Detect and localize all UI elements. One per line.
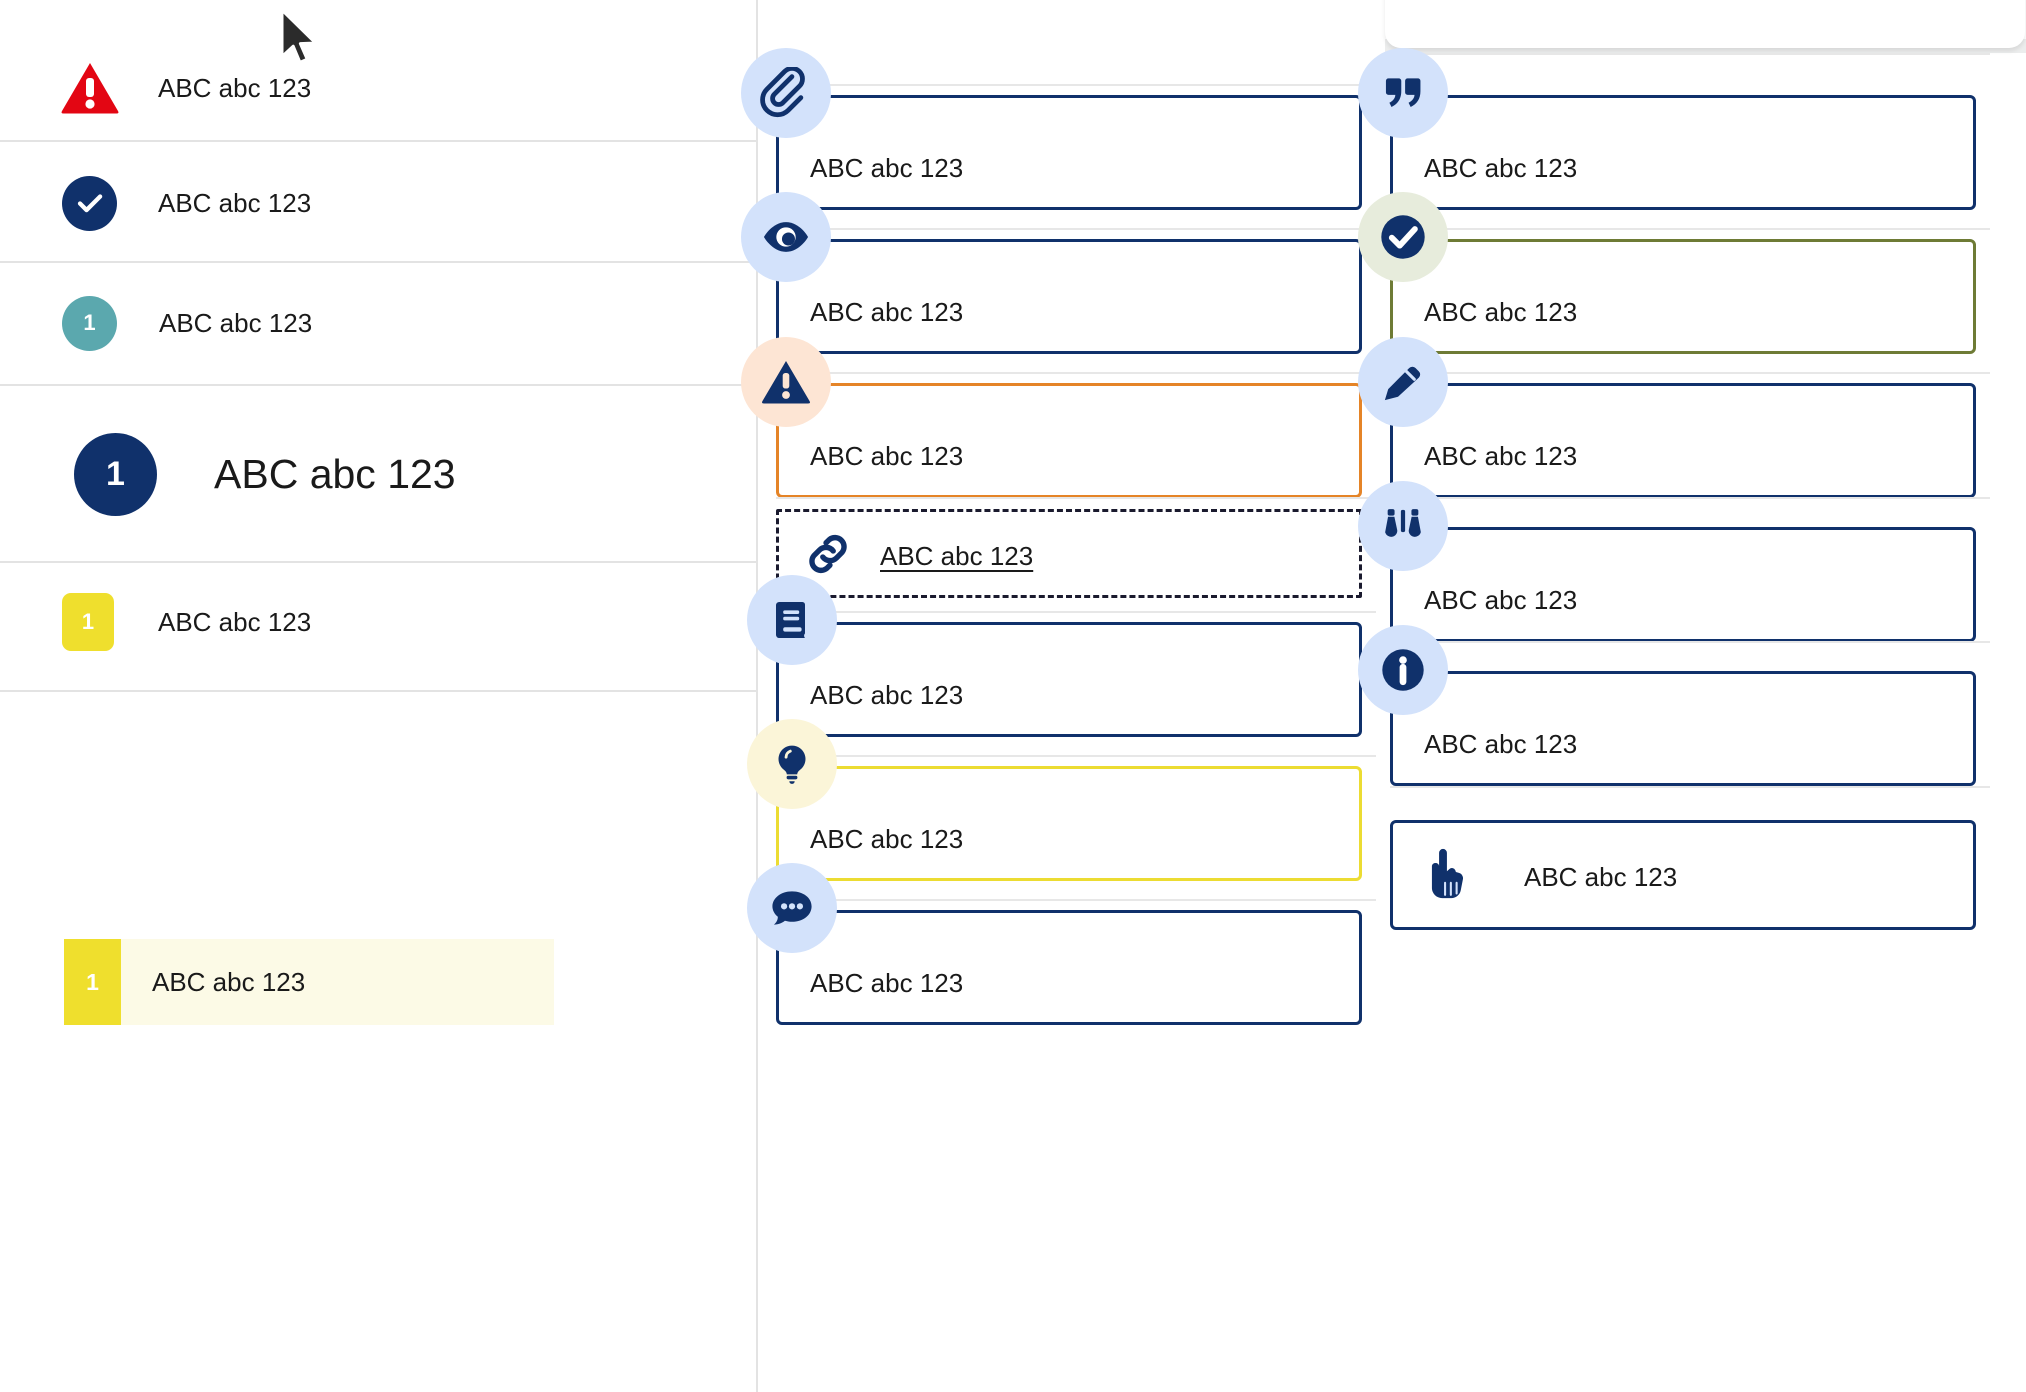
card-label: ABC abc 123 [1424,153,1578,183]
list-item-highlighted[interactable]: 1 ABC abc 123 [64,939,554,1025]
list-separator [0,561,756,563]
card-separator [776,84,1376,86]
number-badge-icon: 1 [62,295,117,351]
card-documentation[interactable]: ABC abc 123 [776,622,1362,737]
warning-triangle-icon [60,58,120,118]
left-list-column: ABC abc 123 ABC abc 123 1 ABC abc 123 1 … [0,0,756,1392]
card-tip[interactable]: ABC abc 123 [776,766,1362,881]
card-separator [776,899,1376,901]
card-separator [1390,228,1990,230]
card-separator [1390,497,1990,499]
list-separator [0,261,756,263]
list-separator [0,140,756,142]
card-label: ABC abc 123 [810,297,964,327]
pencil-icon [1358,337,1448,427]
list-item-success[interactable]: ABC abc 123 [0,165,756,241]
card-label: ABC abc 123 [1424,441,1578,471]
card-separator [1390,53,1990,55]
card-separator [776,497,1376,499]
card-label: ABC abc 123 [810,153,964,183]
card-separator [776,755,1376,757]
list-item-label: ABC abc 123 [158,606,312,637]
mouse-pointer-icon [278,8,322,71]
list-item-label: ABC abc 123 [159,307,313,338]
card-action[interactable] [1390,820,1976,930]
list-item-label: ABC abc 123 [214,450,456,497]
list-item-warning[interactable]: ABC abc 123 [0,48,756,128]
paperclip-icon [741,48,831,138]
quote-icon [1358,48,1448,138]
list-item-numbered-yellow[interactable]: 1 ABC abc 123 [0,589,756,655]
link-icon [802,528,854,585]
card-quote[interactable]: ABC abc 123 [1390,95,1976,210]
top-floating-panel [1385,0,2025,48]
book-icon [747,575,837,665]
number-badge-icon: 1 [64,939,121,1025]
number-badge-icon: 1 [62,593,114,651]
lightbulb-icon [747,719,837,809]
card-observe[interactable]: ABC abc 123 [1390,527,1976,642]
list-item-label: ABC abc 123 [158,72,312,103]
card-separator [776,228,1376,230]
list-item-numbered-teal[interactable]: 1 ABC abc 123 [0,288,756,358]
card-label: ABC abc 123 [810,968,964,998]
check-circle-icon [62,175,117,231]
card-attachment[interactable]: ABC abc 123 [776,95,1362,210]
card-separator [1390,372,1990,374]
card-separator [1390,786,1990,788]
card-link[interactable] [776,509,1362,598]
binoculars-icon [1358,481,1448,571]
card-success[interactable]: ABC abc 123 [1390,239,1976,354]
info-circle-icon [1358,625,1448,715]
list-item-label: ABC abc 123 [152,966,306,997]
card-separator [776,372,1376,374]
pointing-hand-icon [1418,845,1474,910]
card-warning[interactable]: ABC abc 123 [776,383,1362,498]
card-link-content[interactable]: ABC abc 123 [802,528,1033,585]
list-item-label: ABC abc 123 [158,187,312,218]
card-separator [776,611,1376,613]
list-item-numbered-primary[interactable]: 1 ABC abc 123 [0,429,756,519]
comment-icon [747,863,837,953]
card-label: ABC abc 123 [1424,729,1578,759]
card-action-content: ABC abc 123 [1418,845,1677,910]
list-separator [0,690,756,692]
card-separator [1390,641,1990,643]
card-edit[interactable]: ABC abc 123 [1390,383,1976,498]
check-circle-icon [1358,192,1448,282]
card-label: ABC abc 123 [810,824,964,854]
eye-icon [741,192,831,282]
card-link-label[interactable]: ABC abc 123 [880,541,1034,571]
card-visibility[interactable]: ABC abc 123 [776,239,1362,354]
card-comment[interactable]: ABC abc 123 [776,910,1362,1025]
card-label: ABC abc 123 [1424,297,1578,327]
card-label: ABC abc 123 [810,441,964,471]
card-info[interactable]: ABC abc 123 [1390,671,1976,786]
warning-triangle-icon [741,337,831,427]
card-label: ABC abc 123 [810,680,964,710]
card-label: ABC abc 123 [1424,585,1578,615]
number-badge-icon: 1 [74,432,157,516]
card-label: ABC abc 123 [1524,862,1678,892]
list-separator [0,384,756,386]
column-divider [756,0,758,1392]
